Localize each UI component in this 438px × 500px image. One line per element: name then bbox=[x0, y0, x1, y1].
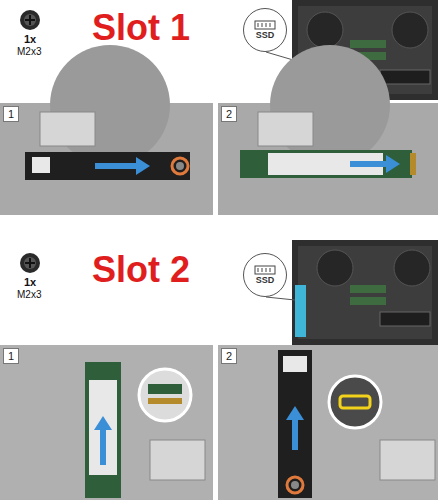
icon-label: SSD bbox=[256, 30, 275, 40]
screw-label: 1x bbox=[24, 33, 36, 45]
ssd-glyph bbox=[254, 20, 276, 30]
ssd-icon: SSD bbox=[243, 253, 287, 297]
ssd-glyph bbox=[254, 265, 276, 275]
screw-label: 1x bbox=[24, 276, 36, 288]
step-illustration bbox=[218, 345, 438, 500]
screw-label: M2x3 bbox=[17, 46, 41, 57]
slot-heading: Slot 1 bbox=[92, 8, 190, 48]
slot-heading: Slot 2 bbox=[92, 250, 190, 290]
step-number: 2 bbox=[221, 106, 237, 122]
step-panel: 1 bbox=[0, 103, 213, 215]
icon-label: SSD bbox=[256, 275, 275, 285]
step-number: 2 bbox=[221, 348, 237, 364]
step-illustration bbox=[0, 45, 213, 215]
step-illustration bbox=[218, 45, 438, 215]
ssd-icon: SSD bbox=[243, 8, 287, 52]
step-panel: 2 bbox=[218, 103, 438, 215]
step-panel: 2 bbox=[218, 345, 438, 500]
step-number: 1 bbox=[3, 348, 19, 364]
step-number: 1 bbox=[3, 106, 19, 122]
step-illustration bbox=[0, 345, 213, 500]
laptop-view bbox=[266, 240, 438, 345]
step-panel: 1 bbox=[0, 345, 213, 500]
screw-label: M2x3 bbox=[17, 289, 41, 300]
